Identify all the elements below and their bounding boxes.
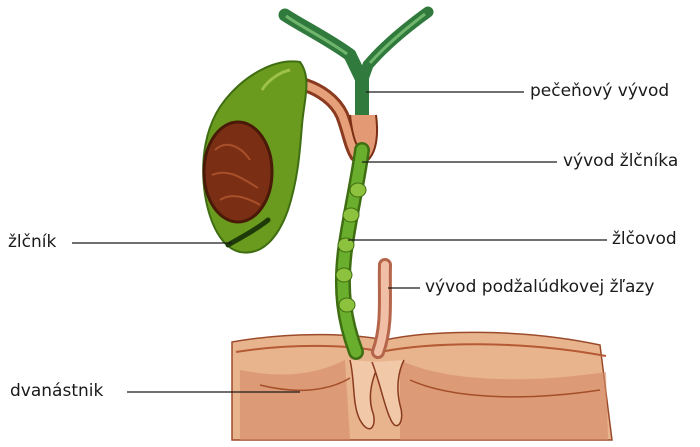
label-duodenum: dvanástnik [10, 381, 104, 401]
label-bile-duct: žlčovod [612, 229, 677, 249]
pancreatic-duct-illustration [371, 258, 392, 359]
label-pancreatic-duct: vývod podžalúdkovej žľazy [425, 277, 655, 297]
cystic-duct-illustration [298, 78, 378, 162]
gallbladder-illustration [202, 60, 308, 254]
label-gallbladder: žlčník [8, 232, 57, 252]
bile-duct-illustration [334, 142, 370, 360]
leader-lines [72, 91, 607, 393]
label-cystic-duct: vývod žlčníka [563, 151, 679, 171]
hepatic-duct-illustration [278, 6, 434, 135]
duodenum-illustration [231, 331, 613, 441]
label-hepatic-duct: pečeňový vývod [530, 81, 670, 101]
